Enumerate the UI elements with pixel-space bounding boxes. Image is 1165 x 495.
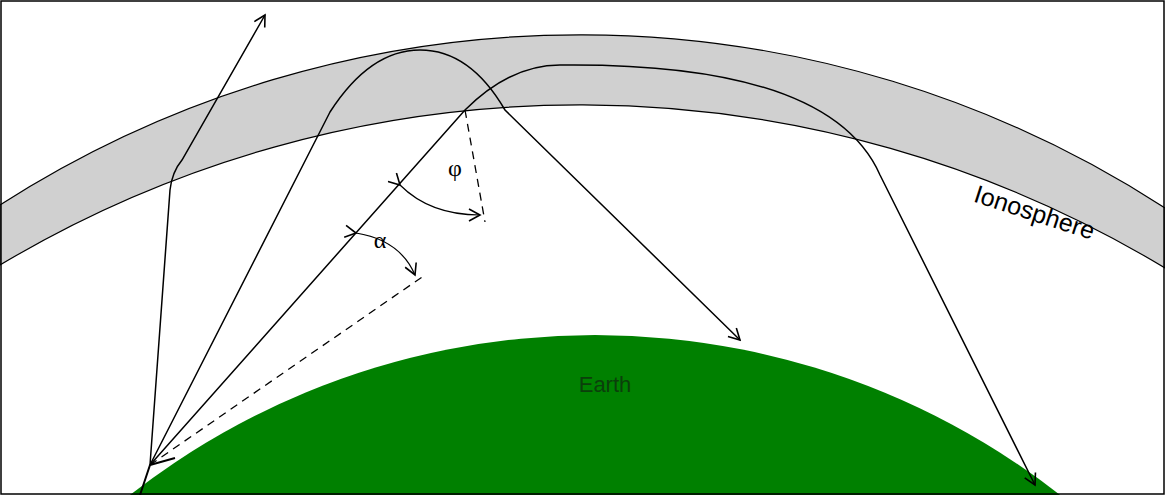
reflected-ray (150, 65, 1035, 485)
reflected-ray (150, 50, 740, 465)
angle-label: α (374, 227, 387, 254)
node-label: Earth (579, 372, 632, 398)
angle-arc (400, 185, 480, 215)
horizon-line (150, 275, 425, 465)
antenna-symbol (140, 458, 175, 495)
normal-line (465, 110, 485, 222)
earth-region: Earth (579, 372, 632, 398)
angle-label: φ (448, 155, 462, 182)
ionosphere-band (0, 35, 1165, 268)
